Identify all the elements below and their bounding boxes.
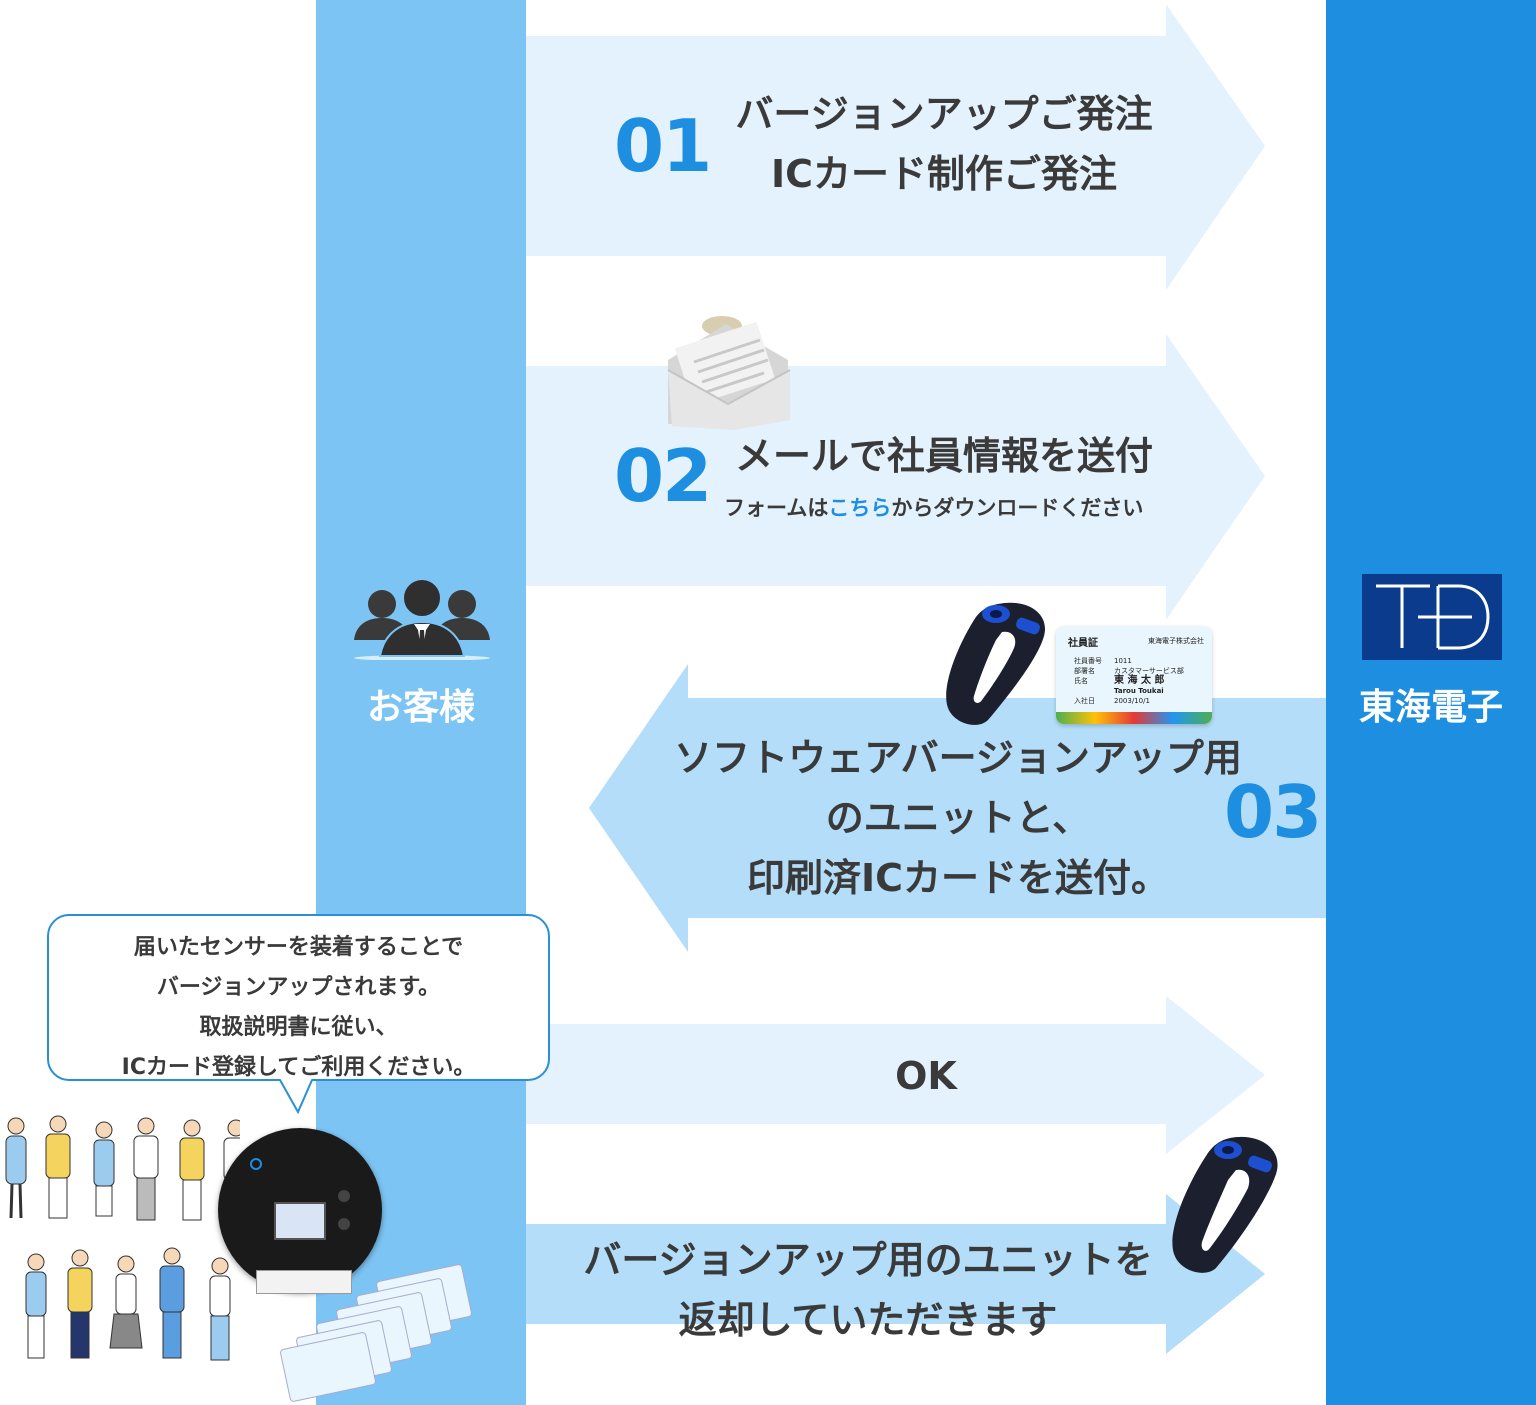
step-return-line1: バージョンアップ用のユニットを: [583, 1238, 1153, 1282]
bubble-line3: 取扱説明書に従い、: [199, 1015, 398, 1040]
arrow-step-03: [589, 664, 1326, 952]
card-labels: 社員番号 部署名 氏名 入社日: [1074, 656, 1102, 706]
bubble-line4: ICカード登録してご利用ください。: [121, 1055, 476, 1080]
return-sensor-unit-icon: [1172, 1136, 1278, 1273]
employee-id-card: 社員証 東海電子株式会社 社員番号 部署名 氏名 入社日 1011 カスタマーサ…: [1056, 626, 1212, 724]
company-column: [1326, 0, 1536, 1405]
device-button-2: [338, 1218, 350, 1230]
step-02-number: 02: [614, 434, 712, 518]
step-return-line2: 返却していただきます: [678, 1298, 1058, 1342]
arrow-step-return: [526, 1194, 1265, 1354]
step-02-subtext: フォームはこちらからダウンロードください: [724, 492, 1143, 522]
device-base: [256, 1270, 352, 1294]
customer-label: お客様: [366, 687, 475, 728]
step-02-sub-prefix: フォームは: [724, 496, 829, 520]
card-value-romaji: Tarou Toukai: [1114, 687, 1164, 695]
arrow-step-01: [526, 4, 1265, 290]
business-people-icon: [354, 578, 490, 660]
card-value-date: 2003/10/1: [1114, 697, 1150, 705]
sensor-unit-icon: [946, 602, 1045, 725]
card-field-no: 社員番号: [1074, 657, 1102, 665]
bubble-tail: [279, 1078, 313, 1115]
instruction-bubble: 届いたセンサーを装着することで バージョンアップされます。 取扱説明書に従い、 …: [47, 914, 550, 1081]
card-title: 社員証: [1068, 638, 1098, 649]
device-button: [338, 1190, 350, 1202]
card-footer-stripe: [1056, 712, 1212, 724]
card-field-dept: 部署名: [1074, 667, 1095, 675]
bubble-line2: バージョンアップされます。: [156, 975, 441, 1000]
step-03-line3: 印刷済ICカードを送付。: [746, 856, 1170, 900]
mail-envelope-icon: [667, 316, 791, 430]
card-values: 1011 カスタマーサービス部 東 海 太 郎 Tarou Toukai 200…: [1114, 656, 1184, 706]
step-ok-label: OK: [895, 1054, 957, 1098]
step-01-line1: バージョンアップご発注: [735, 92, 1153, 136]
step-03-text: ソフトウェアバージョンアップ用 のユニットと、 印刷済ICカードを送付。: [660, 728, 1256, 908]
card-company: 東海電子株式会社: [1148, 637, 1204, 645]
step-02-title: メールで社員情報を送付: [734, 434, 1153, 478]
arrow-step-ok: [526, 996, 1265, 1154]
card-value-no: 1011: [1114, 657, 1132, 665]
card-field-name: 氏名: [1074, 677, 1088, 685]
stack-card: [279, 1331, 377, 1403]
bubble-line1: 届いたセンサーを装着することで: [133, 935, 464, 960]
step-01-number: 01: [614, 104, 712, 188]
step-03-line1: ソフトウェアバージョンアップ用: [674, 736, 1242, 780]
alcohol-checker-device: [218, 1128, 382, 1292]
card-value-dept: カスタマーサービス部: [1114, 667, 1184, 675]
employees-illustration: [5, 1115, 240, 1361]
company-logo: [1362, 574, 1502, 660]
step-return-text: バージョンアップ用のユニットを 返却していただきます: [580, 1230, 1156, 1350]
company-label: 東海電子: [1358, 687, 1503, 728]
step-03-number: 03: [1224, 770, 1322, 854]
download-form-link[interactable]: こちら: [828, 496, 892, 520]
device-display: [274, 1202, 326, 1240]
id-card-stack: [279, 1263, 480, 1403]
step-03-line2: のユニットと、: [825, 796, 1091, 840]
step-02-sub-suffix: からダウンロードください: [891, 496, 1144, 520]
device-indicator: [250, 1158, 262, 1170]
step-01-text: バージョンアップご発注 ICカード制作ご発注: [716, 84, 1172, 204]
card-field-date: 入社日: [1074, 697, 1095, 705]
card-value-name: 東 海 太 郎: [1114, 675, 1165, 686]
step-01-line2: ICカード制作ご発注: [770, 152, 1118, 196]
td-logo-icon: [1376, 584, 1490, 650]
person-figures: [5, 1115, 240, 1361]
